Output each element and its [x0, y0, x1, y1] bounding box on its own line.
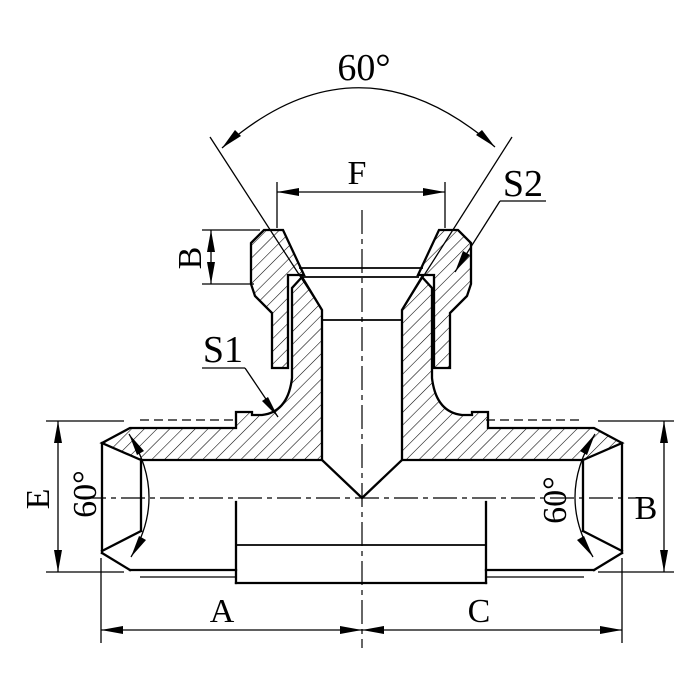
top-nut-left-section: [249, 228, 306, 370]
cone-extension-line-left: [209, 136, 323, 311]
body-outline: [100, 267, 624, 585]
s2-label: S2: [503, 163, 543, 205]
c-dimension: C: [362, 558, 623, 643]
e-dimension: E: [20, 420, 124, 573]
top-angle-dimension: 60°: [209, 47, 513, 311]
f-dimension: F: [276, 155, 446, 228]
b-top-label: B: [172, 247, 209, 270]
body-left-section: [99, 275, 324, 462]
b-top-dimension: B: [172, 229, 260, 285]
right-angle-label: 60°: [537, 476, 574, 524]
left-angle-dimension: 60°: [67, 433, 150, 558]
s1-leader: S1: [202, 329, 279, 418]
s1-label: S1: [203, 329, 243, 371]
a-dimension: A: [100, 558, 362, 643]
top-angle-label: 60°: [337, 47, 390, 89]
cone-extension-line-right: [401, 136, 513, 311]
c-dim-label: C: [468, 593, 491, 630]
f-dim-label: F: [348, 155, 367, 192]
a-dim-label: A: [210, 593, 235, 630]
right-angle-dimension: 60°: [537, 433, 596, 558]
centerlines: [82, 210, 648, 648]
left-angle-label: 60°: [67, 470, 104, 518]
angle-arc: [221, 87, 496, 149]
b-right-label: B: [635, 490, 658, 527]
e-dim-label: E: [20, 489, 57, 510]
drill-point: [320, 458, 404, 500]
body-hex-flats: [234, 500, 488, 585]
b-right-dimension: B: [598, 420, 674, 573]
s2-leader: S2: [454, 163, 546, 273]
